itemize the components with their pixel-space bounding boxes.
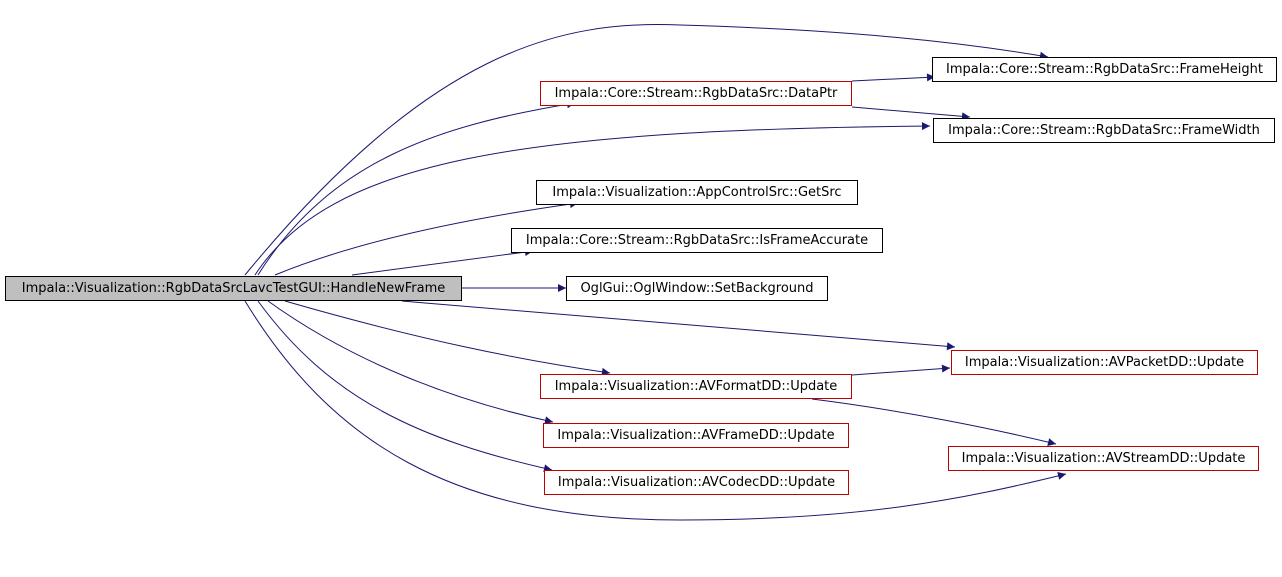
edge-data-ptr-to-frame-width — [851, 106, 971, 121]
edge-root-to-avframe — [267, 300, 554, 425]
node-data-ptr[interactable]: Impala::Core::Stream::RgbDataSrc::DataPt… — [540, 81, 852, 106]
edge-root-to-is-frame-accurate — [351, 248, 534, 276]
node-get-src[interactable]: Impala::Visualization::AppControlSrc::Ge… — [536, 180, 858, 205]
edge-root-to-avformat — [284, 300, 611, 376]
node-is-frame-accurate[interactable]: Impala::Core::Stream::RgbDataSrc::IsFram… — [511, 228, 883, 253]
node-set-background[interactable]: OglGui::OglWindow::SetBackground — [566, 276, 828, 301]
edge-data-ptr-to-frame-height — [851, 73, 936, 82]
node-frame-height[interactable]: Impala::Core::Stream::RgbDataSrc::FrameH… — [932, 57, 1277, 82]
node-avformat-update[interactable]: Impala::Visualization::AVFormatDD::Updat… — [540, 374, 852, 399]
edge-root-to-avpacket — [401, 300, 956, 351]
edge-root-to-frame-height — [244, 24, 1049, 276]
edge-avformat-to-avpacket — [851, 364, 951, 376]
node-avframe-update[interactable]: Impala::Visualization::AVFrameDD::Update — [543, 423, 849, 448]
node-avcodec-update[interactable]: Impala::Visualization::AVCodecDD::Update — [544, 470, 849, 495]
node-frame-width[interactable]: Impala::Core::Stream::RgbDataSrc::FrameW… — [933, 118, 1275, 143]
edge-avformat-to-avstream — [811, 398, 1057, 447]
node-avstream-update[interactable]: Impala::Visualization::AVStreamDD::Updat… — [948, 446, 1259, 471]
node-avpacket-update[interactable]: Impala::Visualization::AVPacketDD::Updat… — [951, 350, 1258, 375]
edge-root-to-get-src — [274, 200, 579, 276]
edge-root-to-data-ptr — [257, 100, 576, 276]
root-node-handle-new-frame: Impala::Visualization::RgbDataSrcLavcTes… — [5, 276, 462, 301]
edge-root-to-avstream — [244, 300, 1067, 521]
edge-root-to-frame-width — [254, 122, 931, 276]
edge-root-to-avcodec — [257, 300, 553, 473]
